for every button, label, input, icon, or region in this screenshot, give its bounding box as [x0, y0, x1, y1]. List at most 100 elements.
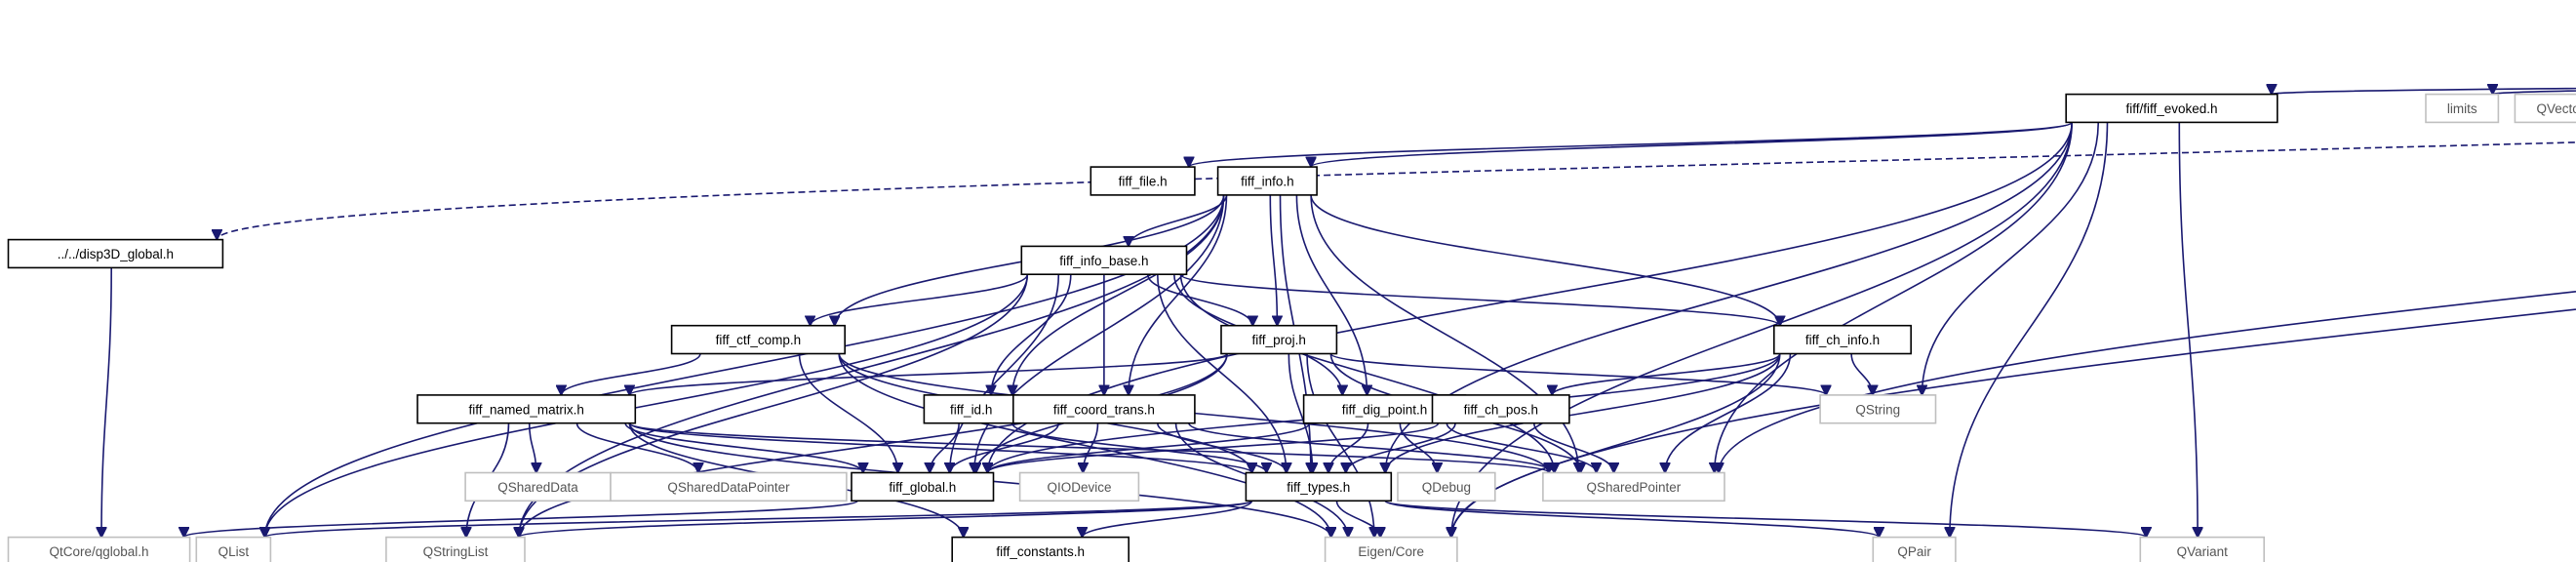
- node-qdebug-box: [1397, 471, 1496, 502]
- node-qshareddata: QSharedData: [464, 471, 612, 502]
- edge-fiff_info-to-qsharedpointer: [1310, 194, 1579, 473]
- node-fiff_ch_info[interactable]: fiff_ch_info.h: [1773, 324, 1913, 355]
- edge-fiff_info-to-fiff_proj: [1269, 194, 1277, 326]
- edge-fiff_dig_point-to-qsharedpointer: [1446, 422, 1596, 473]
- edge-fiff_info_base-to-fiff_types: [1157, 274, 1287, 472]
- node-qvector: QVector: [2514, 93, 2576, 124]
- node-fiff_proj-box: [1220, 324, 1338, 355]
- edge-fiff_ch_info-to-eigen_core: [1451, 353, 1781, 538]
- edge-fiff_info_base-to-fiff_global: [950, 274, 1060, 472]
- edge-fiff_ctf_comp-to-fiff_global: [798, 353, 898, 473]
- edge-evoked-to-qstring: [1922, 122, 2099, 395]
- edge-evoked-to-qvariant: [2178, 122, 2198, 537]
- node-qpair: QPair: [1872, 536, 1957, 562]
- node-qsharedpointer-label: QSharedPointer: [1586, 480, 1681, 495]
- node-fiff_types[interactable]: fiff_types.h: [1245, 471, 1393, 502]
- edge-root-to-disp3d_global: [217, 141, 2576, 240]
- node-fiff_coord_trans-box: [1012, 394, 1196, 424]
- edge-fiff_named_matrix-to-qsharedpointer: [628, 422, 1549, 473]
- node-evoked-box: [2065, 93, 2279, 124]
- node-fiff_constants[interactable]: fiff_constants.h: [951, 536, 1130, 562]
- node-qshareddata-label: QSharedData: [497, 480, 578, 495]
- node-qtcore_qglobal-label: QtCore/qglobal.h: [49, 544, 148, 559]
- node-qiodevice-label: QIODevice: [1047, 480, 1111, 495]
- node-qshareddatapointer: QSharedDataPointer: [610, 471, 848, 502]
- node-disp3d_global-box: [7, 238, 224, 269]
- node-fiff_coord_trans[interactable]: fiff_coord_trans.h: [1012, 394, 1196, 424]
- node-qvariant-box: [2139, 536, 2266, 562]
- node-fiff_file-box: [1090, 166, 1196, 196]
- node-fiff_named_matrix-label: fiff_named_matrix.h: [469, 402, 584, 417]
- node-fiff_global[interactable]: fiff_global.h: [851, 471, 995, 502]
- edge-fiff_named_matrix-to-fiff_global: [624, 422, 863, 473]
- edge-evoked-to-qpair: [1950, 122, 2109, 537]
- node-fiff_id-label: fiff_id.h: [950, 402, 992, 417]
- node-qvector-label: QVector: [2537, 101, 2576, 116]
- edge-fiff_info-to-fiff_global: [974, 194, 1225, 473]
- edge-fiff_ch_pos-to-fiff_global: [988, 422, 1440, 474]
- edge-fiff_info_base-to-qsharedpointer: [1179, 274, 1555, 472]
- node-fiff_info-box: [1216, 166, 1318, 196]
- edge-fiff_info-to-fiff_ch_info: [1310, 194, 1780, 326]
- node-qlist: QList: [195, 536, 272, 562]
- node-fiff_types-box: [1245, 471, 1393, 502]
- node-fiff_global-box: [851, 471, 995, 502]
- node-fiff_ctf_comp[interactable]: fiff_ctf_comp.h: [670, 324, 846, 355]
- node-qdebug-label: QDebug: [1422, 480, 1471, 495]
- node-qshareddatapointer-box: [610, 471, 848, 502]
- node-fiff_named_matrix-box: [416, 394, 637, 424]
- node-fiff_ctf_comp-box: [670, 324, 846, 355]
- nodes-layer: libraries/disp3D/helpers/geometryinfo/ge…: [7, 93, 2576, 562]
- node-fiff_ctf_comp-label: fiff_ctf_comp.h: [716, 333, 802, 347]
- node-qdebug: QDebug: [1397, 471, 1496, 502]
- node-evoked[interactable]: fiff/fiff_evoked.h: [2065, 93, 2279, 124]
- edge-fiff_dig_point-to-qdebug: [1399, 422, 1437, 473]
- edge-fiff_info_base-to-fiff_proj: [1146, 274, 1253, 326]
- node-fiff_info_base[interactable]: fiff_info_base.h: [1020, 245, 1188, 275]
- node-fiff_ch_info-box: [1773, 324, 1913, 355]
- node-fiff_ch_pos-box: [1431, 394, 1570, 424]
- node-fiff_named_matrix[interactable]: fiff_named_matrix.h: [416, 394, 637, 424]
- edge-fiff_types-to-qstringlist: [519, 500, 1253, 537]
- edge-fiff_types-to-qpair: [1384, 500, 1879, 539]
- edge-fiff_dig_point-to-fiff_global: [988, 422, 1311, 473]
- node-fiff_coord_trans-label: fiff_coord_trans.h: [1053, 402, 1155, 417]
- edges-layer: [101, 76, 2576, 538]
- node-qstring-label: QString: [1855, 402, 1900, 417]
- edge-fiff_types-to-qvariant: [1384, 500, 2146, 537]
- edge-fiff_ctf_comp-to-fiff_named_matrix: [561, 353, 701, 395]
- node-fiff_id[interactable]: fiff_id.h: [923, 394, 1019, 424]
- node-qpair-box: [1872, 536, 1957, 562]
- edge-fiff_info_base-to-fiff_id: [991, 274, 1072, 395]
- node-eigen_core: Eigen/Core: [1324, 536, 1458, 562]
- node-qlist-box: [195, 536, 272, 562]
- edge-fiff_ch_info-to-qsharedpointer: [1665, 353, 1792, 473]
- edge-fiff_id-to-fiff_global: [930, 422, 960, 473]
- node-limits-box: [2425, 93, 2500, 124]
- node-qstring-box: [1819, 394, 1937, 424]
- node-qstringlist: QStringList: [385, 536, 526, 562]
- node-disp3d_global[interactable]: ../../disp3D_global.h: [7, 238, 224, 269]
- edge-fiff_proj-to-qstring: [1329, 352, 1826, 396]
- node-fiff_ch_pos-label: fiff_ch_pos.h: [1464, 402, 1538, 417]
- node-fiff_file[interactable]: fiff_file.h: [1090, 166, 1196, 196]
- node-fiff_types-label: fiff_types.h: [1287, 480, 1350, 495]
- node-qshareddatapointer-label: QSharedDataPointer: [667, 480, 790, 495]
- edge-evoked-to-qsharedpointer: [1715, 122, 2073, 472]
- node-qtcore_qglobal-box: [7, 536, 191, 562]
- edge-root-to-eigen_core: [1451, 308, 2576, 538]
- edge-fiff_info_base-to-qlist: [265, 274, 1029, 537]
- node-fiff_proj[interactable]: fiff_proj.h: [1220, 324, 1338, 355]
- node-fiff_proj-label: fiff_proj.h: [1252, 333, 1306, 347]
- node-qiodevice: QIODevice: [1018, 471, 1140, 502]
- node-fiff_ch_info-label: fiff_ch_info.h: [1805, 333, 1880, 347]
- edge-fiff_ch_pos-to-qsharedpointer: [1533, 422, 1614, 473]
- node-fiff_ch_pos[interactable]: fiff_ch_pos.h: [1431, 394, 1570, 424]
- edge-fiff_types-to-eigen_core: [1335, 501, 1380, 537]
- node-qsharedpointer: QSharedPointer: [1542, 471, 1725, 502]
- node-fiff_info[interactable]: fiff_info.h: [1216, 166, 1318, 196]
- edge-disp3d_global-to-qtcore_qglobal: [101, 267, 112, 537]
- node-qlist-label: QList: [218, 544, 250, 559]
- node-fiff_info-label: fiff_info.h: [1241, 175, 1294, 189]
